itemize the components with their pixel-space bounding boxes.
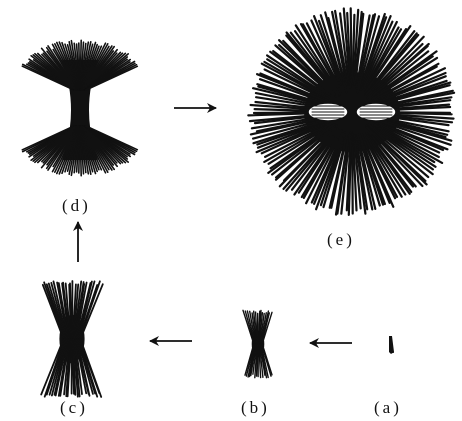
label-c: (c) (60, 398, 88, 418)
label-d: (d) (62, 196, 91, 216)
stage-e-spherulite (248, 8, 454, 215)
label-a: (a) (374, 398, 402, 418)
stage-b-sheaf (243, 310, 272, 377)
stage-a-rod (389, 336, 394, 354)
label-b: (b) (241, 398, 270, 418)
stage-d-dumbbell (22, 40, 137, 175)
stage-c-sheaf (41, 281, 103, 397)
label-e: (e) (327, 230, 355, 250)
